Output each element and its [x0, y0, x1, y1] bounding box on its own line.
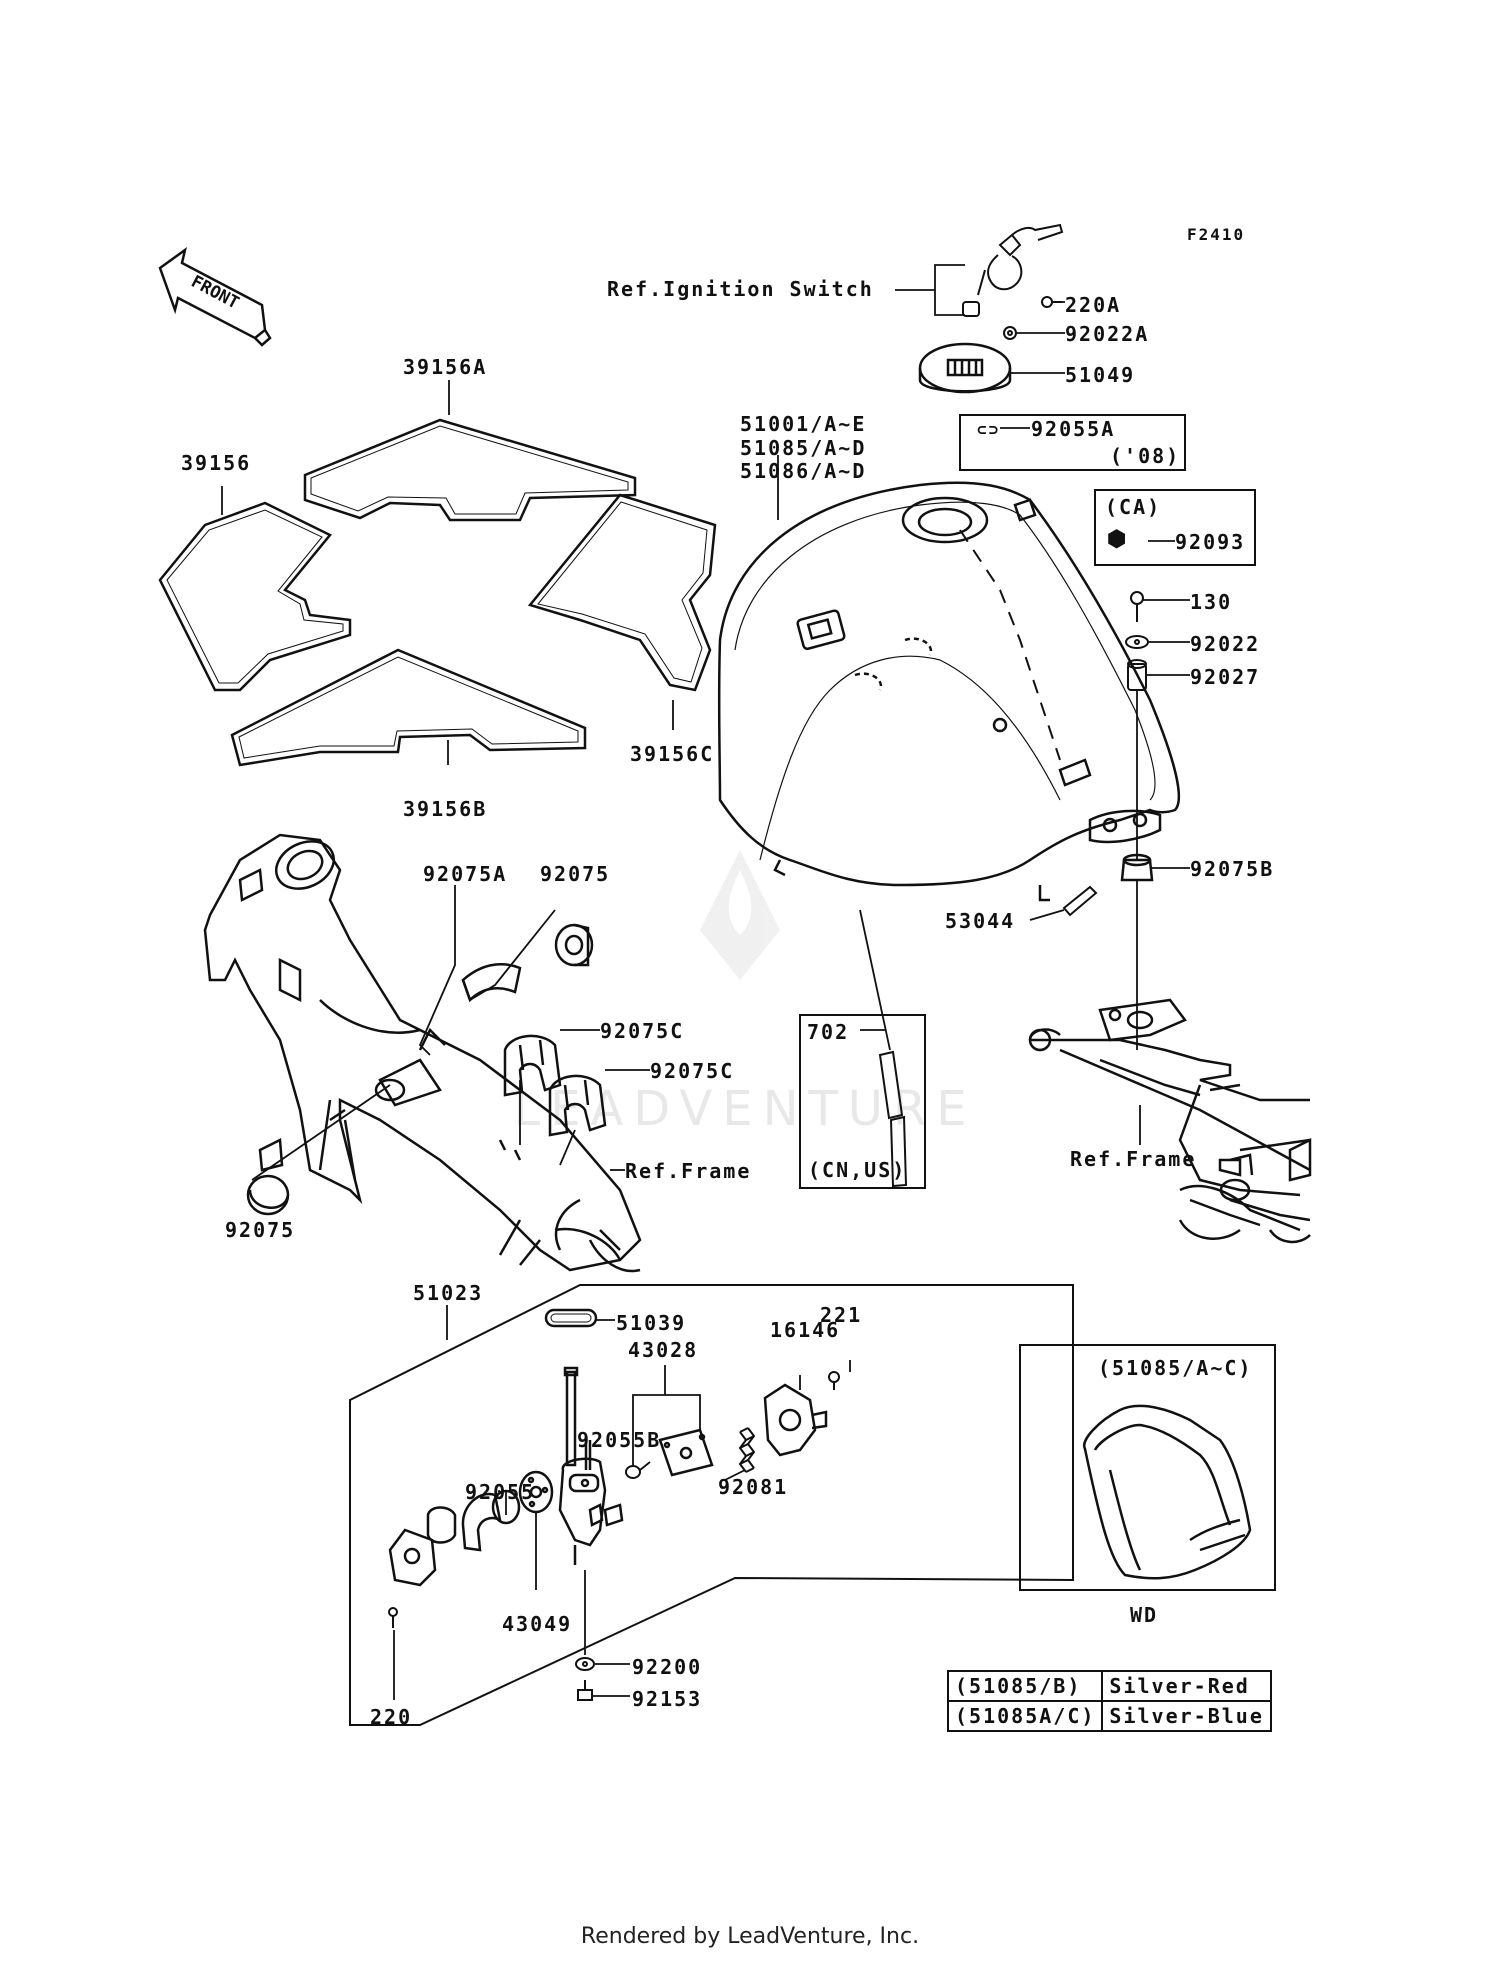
table-row: (51085/B) Silver-Red [946, 1670, 1272, 1702]
diaphragm-43028 [658, 1428, 714, 1477]
figure-code: F2410 [1187, 225, 1246, 244]
label-51039[interactable]: 51039 [616, 1311, 687, 1335]
screw-220 [388, 1607, 398, 1628]
ignition-switch [962, 223, 1064, 317]
pad-39156 [158, 501, 352, 692]
label-39156B[interactable]: 39156B [403, 797, 488, 821]
bracket-92075C-1 [503, 1034, 562, 1097]
pad-39156B [230, 648, 587, 767]
label-130[interactable]: 130 [1190, 590, 1233, 614]
o-ring-92055B [625, 1465, 641, 1479]
table-row: (51085A/C) Silver-Blue [946, 1700, 1272, 1732]
box-inset [1019, 1344, 1276, 1591]
color-code: (51085/B) [946, 1670, 1104, 1702]
inset-tank [1083, 1404, 1252, 1580]
pad-39156A [303, 418, 637, 522]
label-92055B[interactable]: 92055B [577, 1428, 662, 1452]
fuel-tank [717, 481, 1181, 902]
label-92055A[interactable]: 92055A [1031, 417, 1116, 441]
label-92075C-2[interactable]: 92075C [650, 1059, 735, 1083]
label-inset-caption: WD [1130, 1603, 1159, 1627]
color-name: Silver-Red [1101, 1670, 1272, 1702]
bush-92075-top [554, 923, 594, 967]
front-arrow [158, 247, 272, 347]
frame-right [1028, 998, 1312, 1244]
label-92055[interactable]: 92055 [465, 1480, 536, 1504]
label-16146[interactable]: 16146 [770, 1318, 841, 1342]
label-92200[interactable]: 92200 [632, 1655, 703, 1679]
color-table: (51085/B) Silver-Red (51085A/C) Silver-B… [946, 1670, 1272, 1732]
watermark-logo [700, 850, 780, 980]
bolt-92153 [577, 1680, 593, 1701]
hose-702 [878, 1050, 908, 1188]
color-code: (51085A/C) [946, 1700, 1104, 1732]
gasket-51039 [544, 1308, 598, 1328]
label-51085[interactable]: 51085/A~D [740, 436, 867, 460]
label-53044[interactable]: 53044 [945, 909, 1016, 933]
label-92027[interactable]: 92027 [1190, 665, 1261, 689]
label-92075-top[interactable]: 92075 [540, 862, 611, 886]
fuel-cap-51049 [918, 342, 1012, 394]
label-inset-note: (51085/A~C) [1098, 1356, 1253, 1380]
plate-tap [388, 1492, 502, 1587]
bush-92075A [461, 962, 522, 1003]
label-92022A[interactable]: 92022A [1065, 322, 1150, 346]
bracket-92075C-2 [548, 1074, 607, 1137]
screw-220A [1041, 296, 1062, 308]
label-220[interactable]: 220 [370, 1705, 413, 1729]
leader-lines [221, 264, 1190, 1700]
bush-92075-bottom [246, 1174, 290, 1216]
washer-92022A [1003, 326, 1017, 340]
label-51023[interactable]: 51023 [413, 1281, 484, 1305]
label-221[interactable]: 221 [820, 1303, 863, 1327]
tube-53044 [1062, 885, 1098, 917]
o-ring-icon-92055A: ⊂⊃ [977, 420, 1001, 439]
label-702-note: (CN,US) [808, 1158, 907, 1182]
label-92055A-note: ('08) [1110, 444, 1181, 468]
label-ref-frame-right[interactable]: Ref.Frame [1070, 1147, 1197, 1171]
label-92075B[interactable]: 92075B [1190, 857, 1275, 881]
fuel-tap-51023 [558, 1366, 624, 1565]
box-51023 [349, 1284, 1074, 1726]
label-51001[interactable]: 51001/A~E [740, 412, 867, 436]
bolt-130 [1130, 591, 1144, 622]
label-39156A[interactable]: 39156A [403, 355, 488, 379]
label-43028[interactable]: 43028 [628, 1338, 699, 1362]
washer-92200 [575, 1657, 595, 1671]
label-39156[interactable]: 39156 [181, 451, 252, 475]
label-92022[interactable]: 92022 [1190, 632, 1261, 656]
label-92153[interactable]: 92153 [632, 1687, 703, 1711]
spring-92081 [738, 1427, 756, 1473]
box-CA [1094, 489, 1256, 566]
pad-39156C [527, 493, 717, 692]
screw-221 [828, 1371, 840, 1390]
label-39156C[interactable]: 39156C [630, 742, 715, 766]
label-51086[interactable]: 51086/A~D [740, 459, 867, 483]
label-92081[interactable]: 92081 [718, 1475, 789, 1499]
label-92093[interactable]: 92093 [1175, 530, 1246, 554]
label-ref-frame-left[interactable]: Ref.Frame [625, 1159, 752, 1183]
box-92055A [959, 414, 1186, 471]
label-92075A[interactable]: 92075A [423, 862, 508, 886]
frame-left [203, 833, 642, 1273]
box-702 [799, 1014, 926, 1189]
cover-16146 [763, 1383, 828, 1457]
color-name: Silver-Blue [1101, 1700, 1272, 1732]
label-43049[interactable]: 43049 [502, 1612, 573, 1636]
washer-92022 [1125, 635, 1149, 649]
nut-icon-92093: ⬢ [1107, 527, 1129, 552]
label-92075C-1[interactable]: 92075C [600, 1019, 685, 1043]
label-51049[interactable]: 51049 [1065, 363, 1136, 387]
label-220A[interactable]: 220A [1065, 293, 1122, 317]
label-702[interactable]: 702 [807, 1020, 850, 1044]
label-92075-bottom[interactable]: 92075 [225, 1218, 296, 1242]
label-ref-ignition-switch[interactable]: Ref.Ignition Switch [607, 277, 874, 301]
label-ca-note: (CA) [1105, 495, 1162, 519]
footer-credit: Rendered by LeadVenture, Inc. [580, 1924, 920, 1949]
